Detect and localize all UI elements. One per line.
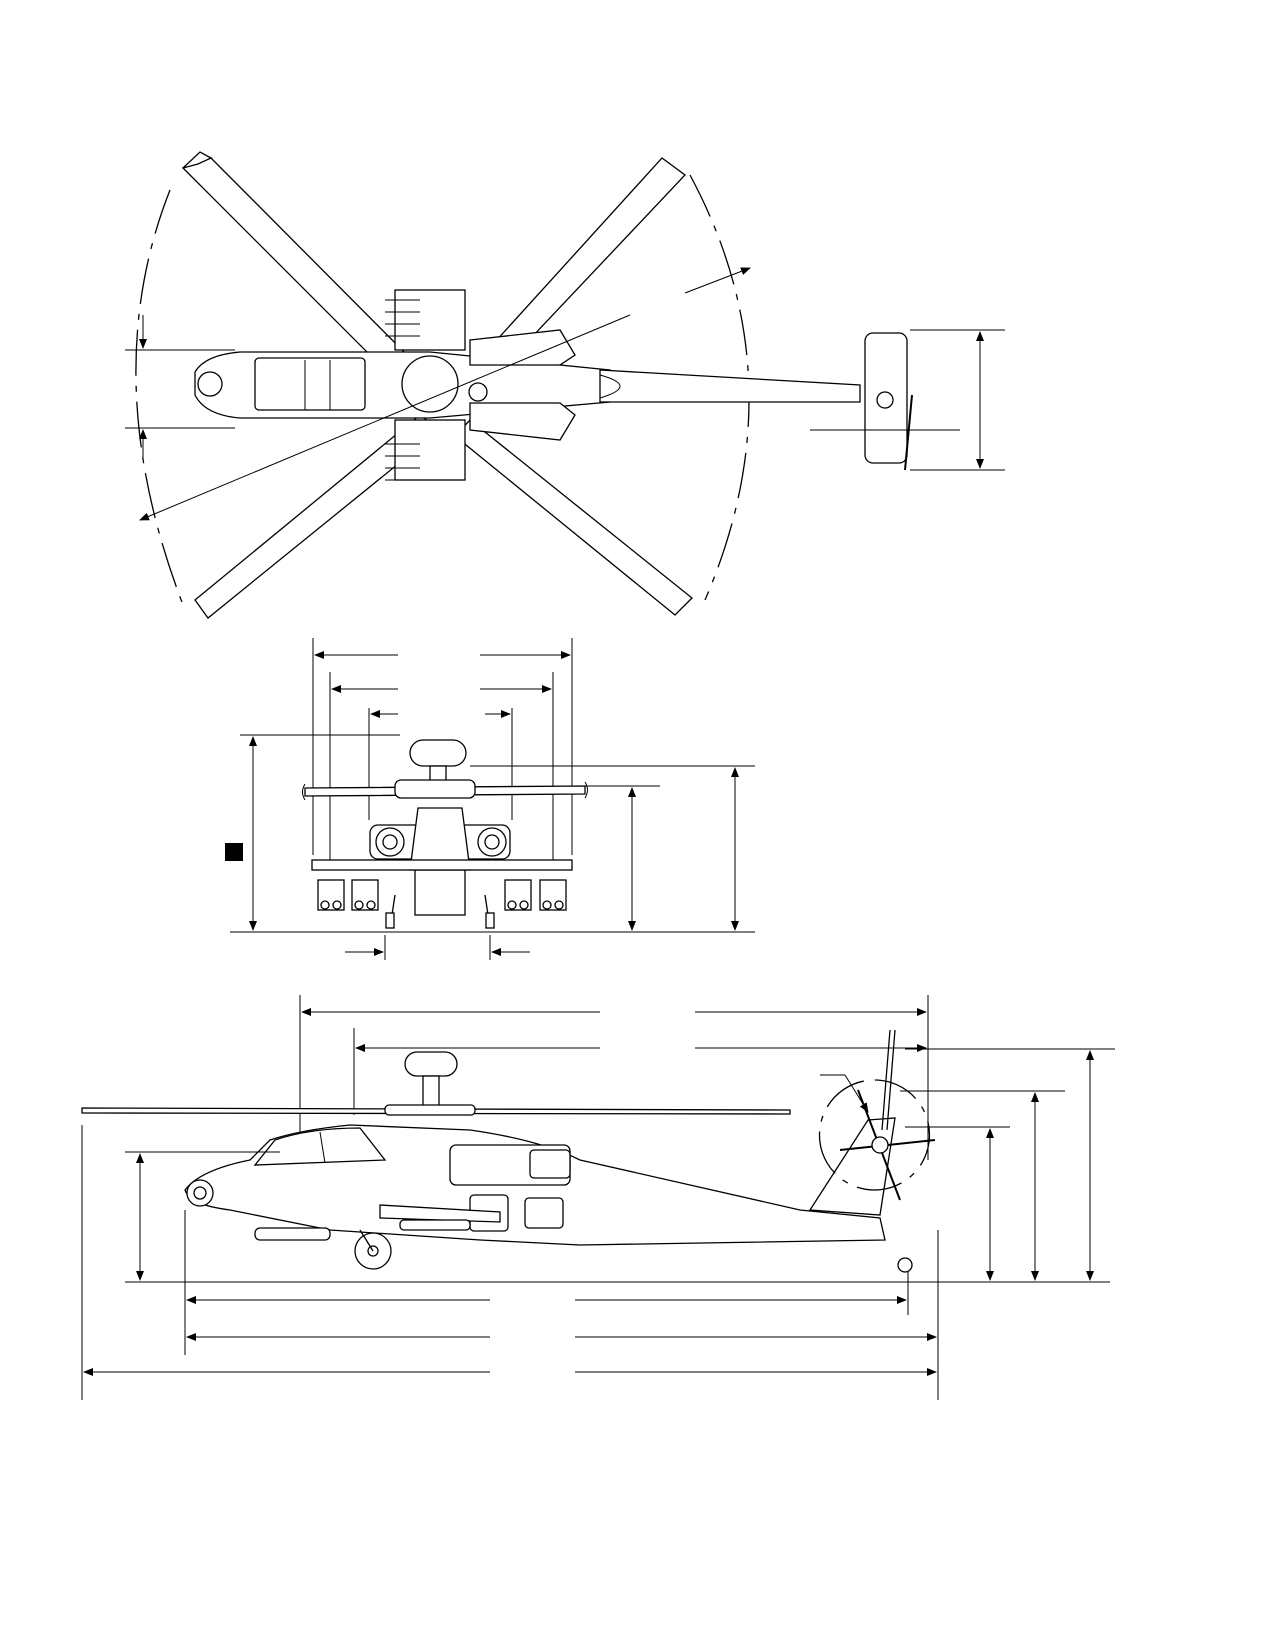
- rotor-disc-left-arc: [135, 189, 186, 611]
- main-rotor-blades: [181, 151, 693, 619]
- front-missile-racks: [317, 879, 567, 911]
- top-view-dimensions: [125, 267, 1005, 521]
- side-view: [81, 995, 1115, 1400]
- top-fuselage: [194, 289, 960, 481]
- marker-square: [225, 843, 243, 861]
- front-view: [225, 638, 755, 960]
- top-view: [125, 151, 1005, 619]
- top-missile-rails: [385, 299, 420, 481]
